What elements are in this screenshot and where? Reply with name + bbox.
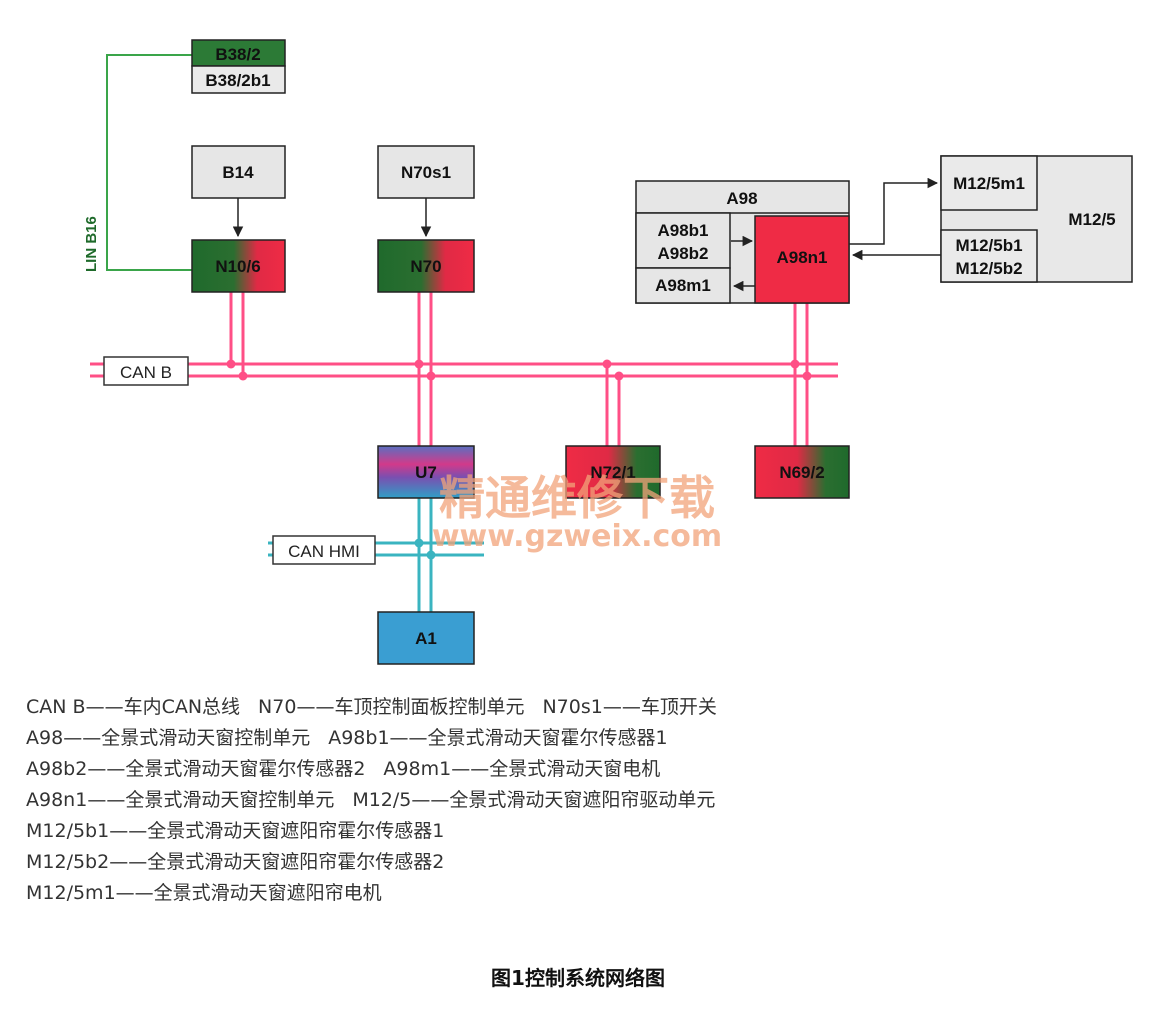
a98m1-label: A98m1 [655,276,711,295]
m12-5b-box [940,229,1038,283]
a98m1-box [635,267,731,304]
m12-5-label: M12/5 [1068,210,1115,229]
a98-label: A98 [726,189,757,208]
legend-dash: —— [87,789,126,811]
a98b2-label: A98b2 [657,244,708,263]
can-hmi-junctions [414,538,436,560]
legend-desc: 车顶开关 [640,696,717,718]
legend-dash: —— [87,758,126,780]
legend-dash: —— [109,820,148,842]
legend-desc: 全景式滑动天窗遮阳帘霍尔传感器1 [147,820,445,842]
legend-code: CAN B [26,696,86,718]
can-b-bus [90,292,838,446]
network-diagram: LIN B16 CAN B CAN HMI [83,39,1133,665]
legend-row: M12/5b1——全景式滑动天窗遮阳帘霍尔传感器1 [26,816,1126,847]
a98n1-label: A98n1 [776,248,827,267]
m12-5b1-label: M12/5b1 [955,236,1022,255]
u7-box [377,445,475,499]
n69-2-box [754,445,850,499]
legend-desc: 全景式滑动天窗霍尔传感器2 [125,758,366,780]
legend-code: M12/5 [352,789,412,811]
legend-desc: 全景式滑动天窗电机 [489,758,661,780]
n70-box [377,239,475,293]
a1-box [377,611,475,665]
m12-5b2-label: M12/5b2 [955,259,1022,278]
legend-dash: —— [109,851,148,873]
u7-label: U7 [415,463,437,482]
legend-desc: 车内CAN总线 [123,696,241,718]
legend-desc: 全景式滑动天窗控制单元 [101,727,311,749]
a98n1-box [754,215,850,304]
legend-desc: 全景式滑动天窗霍尔传感器1 [427,727,668,749]
legend-code: A98m1 [383,758,452,780]
can-hmi-label: CAN HMI [288,542,360,561]
legend-code: A98b1 [328,727,390,749]
lin-bus-label: LIN B16 [83,216,100,272]
legend-code: M12/5m1 [26,882,116,904]
legend-desc: 车顶控制面板控制单元 [334,696,525,718]
legend-code: A98n1 [26,789,88,811]
n70-label: N70 [410,257,441,276]
legend-dash: —— [63,727,102,749]
n10-6-box [191,239,286,293]
n72-1-label: N72/1 [590,463,635,482]
legend-code: A98b2 [26,758,88,780]
n70s1-label: N70s1 [401,163,451,182]
legend-desc: 全景式滑动天窗控制单元 [125,789,335,811]
legend-row: M12/5b2——全景式滑动天窗遮阳帘霍尔传感器2 [26,847,1126,878]
b38-2-label: B38/2 [215,45,260,64]
can-b-junctions [226,359,812,381]
can-hmi-label-box [272,535,376,565]
b38-2b1-box [191,65,286,94]
n10-6-label: N10/6 [215,257,260,276]
n70s1-box [377,145,475,199]
legend-code: M12/5b2 [26,851,110,873]
legend-desc: 全景式滑动天窗遮阳帘电机 [153,882,382,904]
legend-dash: —— [451,758,490,780]
legend-desc: 全景式滑动天窗遮阳帘驱动单元 [449,789,716,811]
a98b1-label: A98b1 [657,221,708,240]
watermark-text: 精通维修下载 [439,471,715,525]
can-b-label: CAN B [120,363,172,382]
a98n1-to-m12-5m1-arrow [849,177,939,245]
legend-dash: —— [85,696,124,718]
b38-2-box [191,39,286,67]
a1-label: A1 [415,629,437,648]
legend-code: A98 [26,727,64,749]
legend-dash: —— [602,696,641,718]
figure-caption: 图1控制系统网络图 [491,966,665,990]
m12-5m1-box [940,155,1038,211]
m12-5m1-label: M12/5m1 [953,174,1025,193]
watermark-url: www.gzweix.com [432,519,722,554]
legend-dash: —— [389,727,428,749]
n72-1-box [565,445,661,499]
n69-2-label: N69/2 [779,463,824,482]
b14-label: B14 [222,163,254,182]
legend-dash: —— [296,696,335,718]
b38-2b1-label: B38/2b1 [205,71,270,90]
legend-code: N70s1 [542,696,603,718]
legend-code: N70 [258,696,297,718]
legend-row: M12/5m1——全景式滑动天窗遮阳帘电机 [26,878,1126,909]
legend-code: M12/5b1 [26,820,110,842]
legend-dash: —— [411,789,450,811]
can-b-label-box [103,356,189,386]
lin-bus [106,54,192,271]
legend-dash: —— [115,882,154,904]
legend-desc: 全景式滑动天窗遮阳帘霍尔传感器2 [147,851,445,873]
